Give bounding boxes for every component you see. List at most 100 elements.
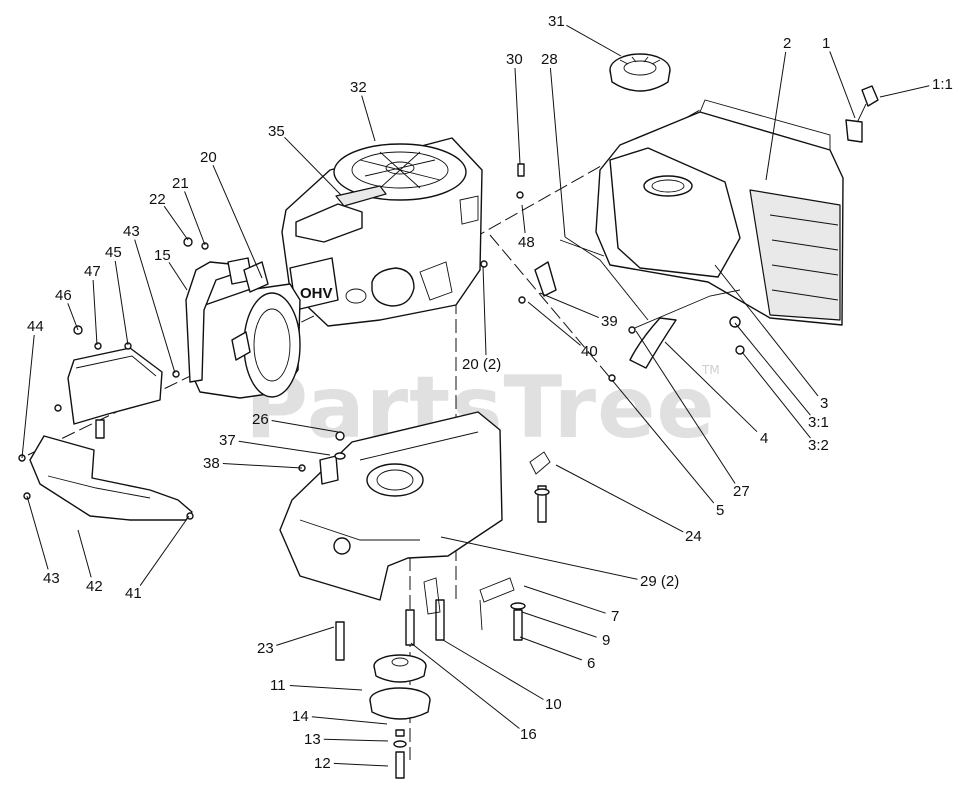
fuel-line (629, 289, 741, 369)
engine-ohv-label: OHV (300, 285, 333, 302)
leader-line-c30 (514, 67, 521, 165)
callout-c43a: 43 (123, 223, 140, 240)
muffler-heat-shield (67, 347, 163, 439)
callout-c11: 11 (270, 677, 286, 694)
throttle-cable (534, 236, 649, 321)
leader-line-c31 (566, 24, 622, 57)
engine-mount-frame (279, 411, 503, 601)
leader-line-c46 (67, 303, 79, 331)
leader-line-c1_1 (879, 85, 930, 98)
leader-line-c16 (410, 642, 520, 729)
callout-c14: 14 (292, 708, 309, 725)
callout-c48: 48 (518, 234, 535, 251)
leader-line-c41 (139, 515, 190, 586)
callout-c47: 47 (84, 263, 101, 280)
leader-line-c14 (311, 716, 388, 725)
leader-line-c2 (765, 51, 787, 181)
callout-c23: 23 (257, 640, 274, 657)
leader-line-c38 (222, 463, 303, 469)
callout-c20b: 20 (2) (462, 356, 501, 373)
leader-line-c45 (114, 260, 129, 346)
leader-line-c20b (482, 265, 487, 356)
callout-c7: 7 (611, 608, 619, 625)
leader-line-c3_2 (741, 351, 811, 439)
leader-line-c7 (523, 585, 606, 614)
leader-line-c27 (635, 330, 736, 484)
callout-c40: 40 (581, 343, 598, 360)
callout-c41: 41 (125, 585, 142, 602)
leader-line-c47 (92, 279, 98, 346)
leader-line-c5 (611, 379, 715, 504)
callout-c45: 45 (105, 244, 122, 261)
callout-c10: 10 (545, 696, 562, 713)
leader-line-c43b (26, 495, 49, 570)
leader-line-c10 (442, 639, 544, 700)
callout-c31: 31 (548, 13, 565, 30)
leader-line-c3 (714, 264, 819, 397)
callout-c13: 13 (304, 731, 321, 748)
callout-c12: 12 (314, 755, 331, 772)
leader-line-c37 (238, 440, 331, 456)
callout-c1: 1 (822, 35, 830, 52)
callout-c20a: 20 (200, 149, 217, 166)
engine: OHV (281, 137, 483, 327)
leader-line-c29 (440, 536, 638, 580)
callout-c3_1: 3:1 (808, 414, 829, 431)
callout-c27: 27 (733, 483, 750, 500)
leader-line-c35 (284, 136, 342, 196)
callout-c5: 5 (716, 502, 724, 519)
leader-line-c3_1 (734, 322, 811, 416)
callout-c9: 9 (602, 632, 610, 649)
callout-c30: 30 (506, 51, 523, 68)
leader-line-c48 (521, 204, 526, 234)
leader-line-c1 (829, 51, 856, 119)
callout-c24: 24 (685, 528, 702, 545)
leader-line-c32 (361, 95, 376, 142)
callout-c21: 21 (172, 175, 189, 192)
callout-c28: 28 (541, 51, 558, 68)
leader-line-c40 (527, 301, 581, 346)
leader-line-c22 (163, 205, 189, 241)
leader-line-c42 (77, 529, 92, 578)
leader-line-c12 (333, 762, 389, 767)
leader-line-c26 (271, 420, 339, 433)
exhaust-pipe (185, 257, 269, 383)
callout-c43b: 43 (43, 570, 60, 587)
engine-pulley (369, 654, 431, 720)
fuel-tank-assembly (595, 99, 844, 326)
leader-line-c44 (21, 334, 35, 459)
callout-c29: 29 (2) (640, 573, 679, 590)
leader-line-c21 (184, 191, 206, 246)
callout-c4: 4 (760, 430, 768, 447)
callout-c26: 26 (252, 411, 269, 428)
callout-c38: 38 (203, 455, 220, 472)
callout-c46: 46 (55, 287, 72, 304)
lower-shield (29, 435, 193, 521)
callout-c35: 35 (268, 123, 285, 140)
leader-line-c39 (539, 292, 599, 319)
callout-c32: 32 (350, 79, 367, 96)
leader-line-c13 (323, 738, 389, 742)
callout-c1_1: 1:1 (932, 76, 953, 93)
leader-line-c20a (212, 165, 263, 279)
leader-line-c28 (549, 67, 566, 238)
callout-c39: 39 (601, 313, 618, 330)
fuel-shutoff-valve (845, 85, 879, 143)
leader-line-c6 (519, 636, 582, 661)
callout-c3_2: 3:2 (808, 437, 829, 454)
callout-c15: 15 (154, 247, 171, 264)
fuel-cap (609, 53, 671, 92)
leader-line-c9 (521, 611, 597, 638)
leader-line-c23 (276, 626, 335, 646)
callout-c3: 3 (820, 395, 828, 412)
callout-c16: 16 (520, 726, 537, 743)
callout-c37: 37 (219, 432, 236, 449)
callout-c42: 42 (86, 578, 103, 595)
leader-line-c15 (168, 262, 188, 291)
callout-c44: 44 (27, 318, 44, 335)
watermark-tm: TM (701, 363, 720, 377)
callout-c22: 22 (149, 191, 166, 208)
muffler (189, 283, 301, 399)
